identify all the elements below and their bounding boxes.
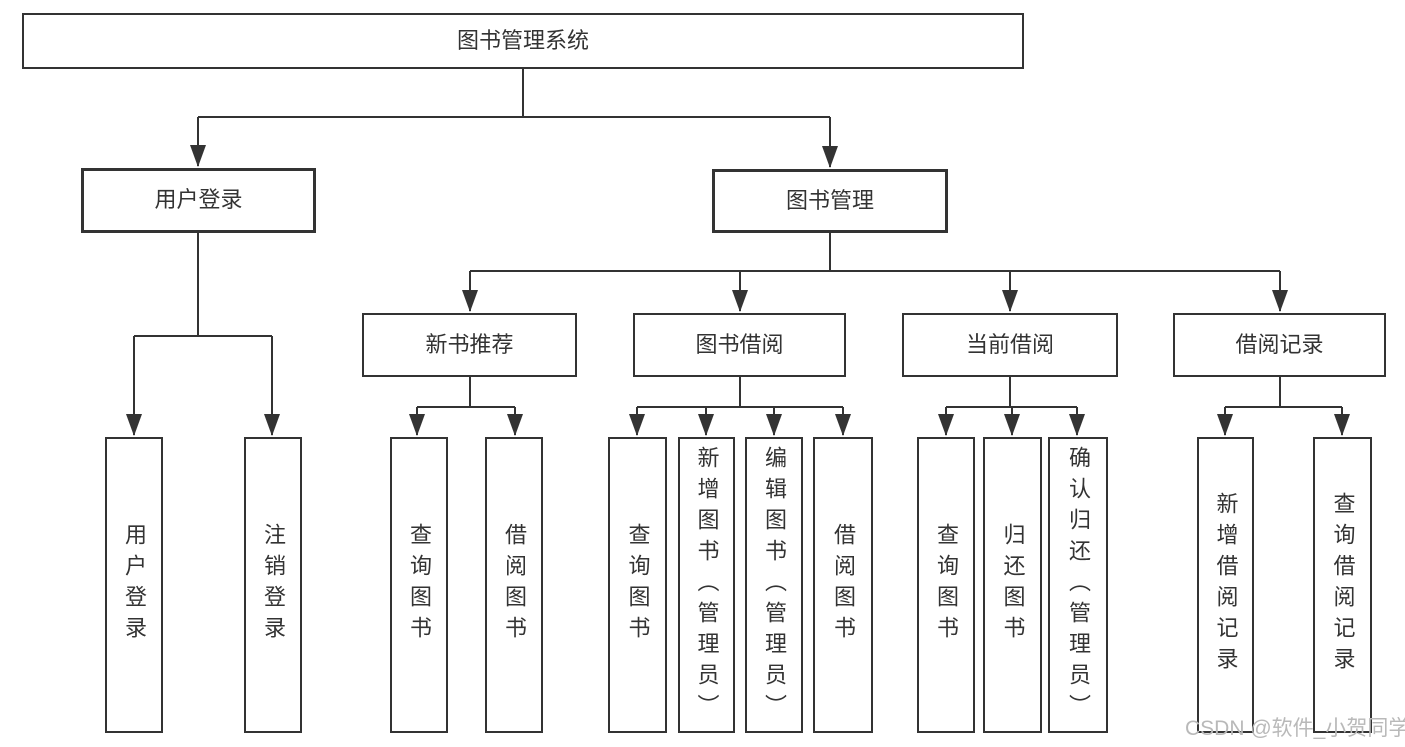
node-book-management: 图书管理 xyxy=(712,169,948,233)
connector-root-to-level2 xyxy=(190,69,838,168)
leaf-return-book: 归还图书 xyxy=(983,437,1042,733)
csdn-watermark: CSDN @软件_小贺同学 xyxy=(1185,717,1405,740)
leaf-query-book-current: 查询图书 xyxy=(917,437,975,733)
connector-new-book-rec-children xyxy=(409,377,523,436)
leaf-query-book-borrowing: 查询图书 xyxy=(608,437,667,733)
connector-current-borrow-children xyxy=(938,377,1085,436)
node-book-borrowing: 图书借阅 xyxy=(633,313,846,377)
connector-user-login-children xyxy=(126,233,280,436)
leaf-borrow-book-borrowing: 借阅图书 xyxy=(813,437,873,733)
leaf-edit-book-admin: 编辑图书（管理员） xyxy=(745,437,803,733)
connector-borrow-records-children xyxy=(1217,377,1350,436)
node-user-login: 用户登录 xyxy=(81,168,316,233)
node-root-system: 图书管理系统 xyxy=(22,13,1024,69)
leaf-confirm-return-admin: 确认归还（管理员） xyxy=(1048,437,1108,733)
leaf-add-borrow-record: 新增借阅记录 xyxy=(1197,437,1254,733)
leaf-query-borrow-record: 查询借阅记录 xyxy=(1313,437,1372,733)
node-current-borrowing: 当前借阅 xyxy=(902,313,1118,377)
connector-book-borrow-children xyxy=(629,377,851,436)
leaf-add-book-admin: 新增图书（管理员） xyxy=(678,437,735,733)
leaf-logout: 注销登录 xyxy=(244,437,302,733)
connector-book-mgmt-children xyxy=(462,233,1288,312)
leaf-borrow-book-recommend: 借阅图书 xyxy=(485,437,543,733)
leaf-query-book-recommend: 查询图书 xyxy=(390,437,448,733)
node-new-book-recommendation: 新书推荐 xyxy=(362,313,577,377)
leaf-user-login: 用户登录 xyxy=(105,437,163,733)
node-borrowing-records: 借阅记录 xyxy=(1173,313,1386,377)
